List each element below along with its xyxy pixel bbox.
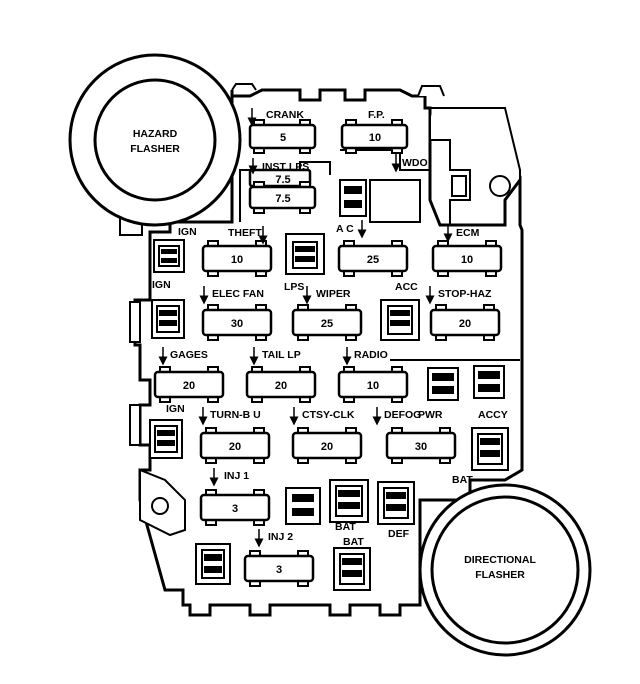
fuse-ecm-amps: 10: [461, 254, 473, 266]
fuse-tail-lp: 20: [245, 366, 317, 403]
fuse-wiper-amps: 25: [321, 318, 333, 330]
fuse-turn-bu: 20: [199, 427, 271, 464]
fuse-stop-haz: 20: [429, 304, 501, 341]
fuse-gages: 20: [153, 366, 225, 403]
fuse-turn-bu-amps: 20: [229, 441, 241, 453]
label-theft: THEFT: [228, 227, 262, 239]
fuse-inj-2-amps: 3: [276, 564, 282, 576]
directional-flasher-line1: DIRECTIONAL: [464, 554, 536, 566]
label-crank: CRANK: [266, 109, 304, 121]
label-ctsy-clk: CTSY-CLK: [302, 409, 355, 421]
label-ign-2: IGN: [152, 279, 171, 291]
hazard-flasher-line2: FLASHER: [130, 143, 180, 155]
fuse-radio: 10: [337, 366, 409, 403]
label-inj-2: INJ 2: [268, 531, 293, 543]
fuse-elec-fan-amps: 30: [231, 318, 243, 330]
connector-lps: [285, 233, 325, 275]
connector-bat-right: [471, 427, 509, 471]
connector-mid: [285, 487, 321, 525]
label-ecm: ECM: [456, 227, 480, 239]
fuse-inj-2: 3: [243, 550, 315, 587]
fuse-fp-amps: 10: [369, 132, 381, 144]
label-radio: RADIO: [354, 349, 388, 361]
fuse-ecm: 10: [431, 240, 503, 277]
fuse-gages-amps: 20: [183, 380, 195, 392]
label-wdo: WDO: [402, 157, 428, 169]
fuse-ac-amps: 25: [367, 254, 379, 266]
label-bat-mid: BAT: [335, 521, 356, 533]
fuse-inj-1-amps: 3: [232, 503, 238, 515]
label-bat-right: BAT: [452, 474, 473, 486]
connector-def: [377, 481, 415, 525]
connector-acc: [380, 299, 420, 341]
label-gages: GAGES: [170, 349, 208, 361]
fuse-defog: 30: [385, 427, 457, 464]
label-ign-1: IGN: [178, 226, 197, 238]
hazard-flasher: HAZARD FLASHER: [68, 53, 242, 236]
fuse-theft-amps: 10: [231, 254, 243, 266]
label-bat-low: BAT: [343, 536, 364, 548]
fuse-ctsy-clk: 20: [291, 427, 363, 464]
label-pwr: PWR: [418, 409, 443, 421]
label-ac: A C: [336, 223, 354, 235]
label-accy: ACCY: [478, 409, 508, 421]
fuse-defog-amps: 30: [415, 441, 427, 453]
fuse-inj-1: 3: [199, 489, 271, 526]
fuse-ac: 25: [337, 240, 409, 277]
label-lps: LPS: [284, 281, 304, 293]
label-ign-3: IGN: [166, 403, 185, 415]
connector-low-left: [195, 543, 231, 585]
labels: CRANK F.P. INST LPS THEFT A C ECM ELEC F…: [152, 108, 508, 548]
connector-bat-mid: [329, 479, 369, 523]
directional-flasher-line2: FLASHER: [475, 569, 525, 581]
fuse-elec-fan: 30: [201, 304, 273, 341]
connector-accy: [473, 365, 505, 399]
fuse-tail-lp-amps: 20: [275, 380, 287, 392]
fuse-stop-haz-amps: 20: [459, 318, 471, 330]
fuse-crank-amps: 5: [280, 132, 286, 144]
hazard-flasher-line1: HAZARD: [133, 128, 178, 140]
fuse-ctsy-clk-amps: 20: [321, 441, 333, 453]
label-fp: F.P.: [368, 109, 385, 121]
fuse-fp: 10: [340, 119, 409, 154]
label-def: DEF: [388, 528, 410, 540]
label-inst-lps: INST LPS: [262, 161, 309, 173]
label-wiper: WIPER: [316, 288, 351, 300]
label-stop-haz: STOP-HAZ: [438, 288, 492, 300]
connector-bat-low: [333, 547, 371, 591]
connector-pwr: [427, 367, 459, 401]
fuse-theft: 10: [201, 240, 273, 277]
fuse-inst-lps-amps: 7.5: [275, 174, 290, 186]
connector-ign-2: [151, 299, 185, 339]
connector-wdo: [339, 179, 367, 217]
fuse-inst-lps-2-amps: 7.5: [275, 193, 290, 205]
label-defog: DEFOG: [384, 409, 421, 421]
label-inj-1: INJ 1: [224, 470, 249, 482]
connector-ign-1: [153, 239, 185, 273]
fuse-crank: 5: [248, 119, 317, 154]
label-elec-fan: ELEC FAN: [212, 288, 264, 300]
fuse-radio-amps: 10: [367, 380, 379, 392]
label-acc: ACC: [395, 281, 418, 293]
directional-flasher: DIRECTIONAL FLASHER: [418, 483, 592, 657]
fuse-inst-lps-2: 7.5: [248, 181, 317, 214]
fuse-wiper: 25: [291, 304, 363, 341]
label-tail-lp: TAIL LP: [262, 349, 301, 361]
label-turn-bu: TURN-B U: [210, 409, 261, 421]
connector-ign-3: [149, 419, 183, 459]
